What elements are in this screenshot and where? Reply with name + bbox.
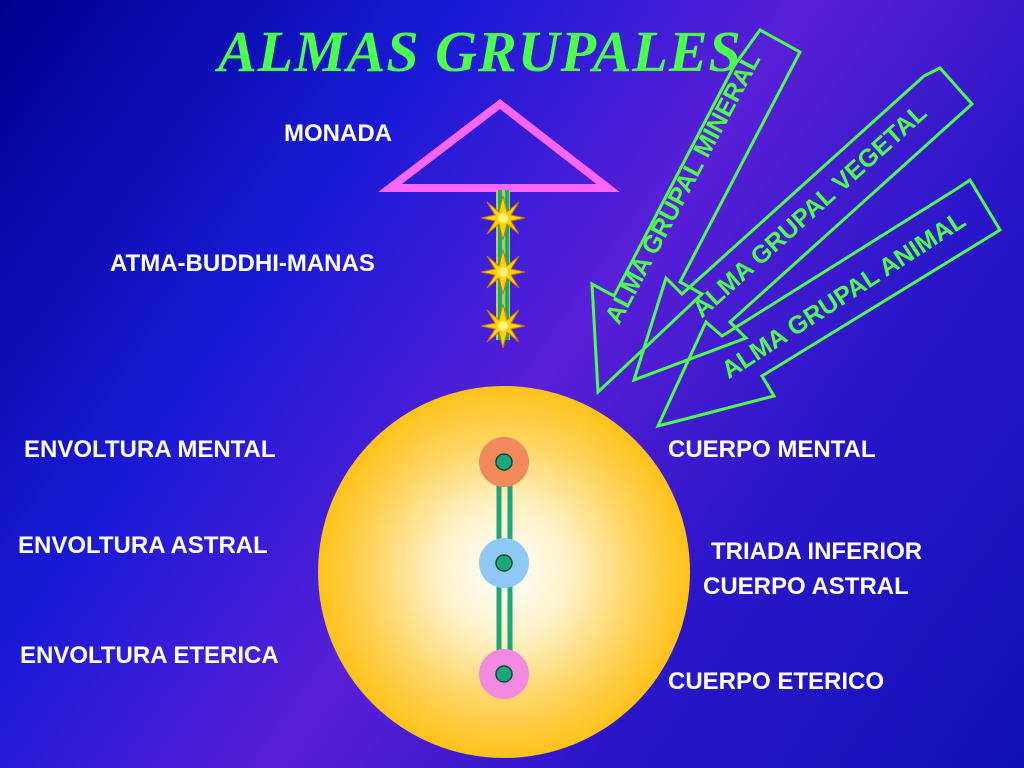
label-envoltura-astral: ENVOLTURA ASTRAL <box>18 532 268 559</box>
node-eterico <box>479 649 529 699</box>
star-icon <box>480 249 526 295</box>
label-atma-buddhi-manas: ATMA-BUDDHI-MANAS <box>110 250 375 277</box>
label-cuerpo-mental: CUERPO MENTAL <box>668 436 876 463</box>
arrow-animal-label: ALMA GRUPAL ANIMAL <box>717 206 971 385</box>
page-title: ALMAS GRUPALES <box>218 19 742 84</box>
label-envoltura-mental: ENVOLTURA MENTAL <box>24 436 276 463</box>
star-icon <box>480 303 526 349</box>
label-triada-inferior: TRIADA INFERIOR <box>711 538 923 565</box>
label-envoltura-eterica: ENVOLTURA ETERICA <box>20 642 279 669</box>
star-icon <box>480 195 526 241</box>
label-monada: MONADA <box>284 120 392 147</box>
label-cuerpo-astral: CUERPO ASTRAL <box>703 573 909 600</box>
node-astral <box>479 538 529 588</box>
label-cuerpo-eterico: CUERPO ETERICO <box>668 668 885 695</box>
node-mental <box>479 437 529 487</box>
monada-triangle <box>378 98 620 192</box>
